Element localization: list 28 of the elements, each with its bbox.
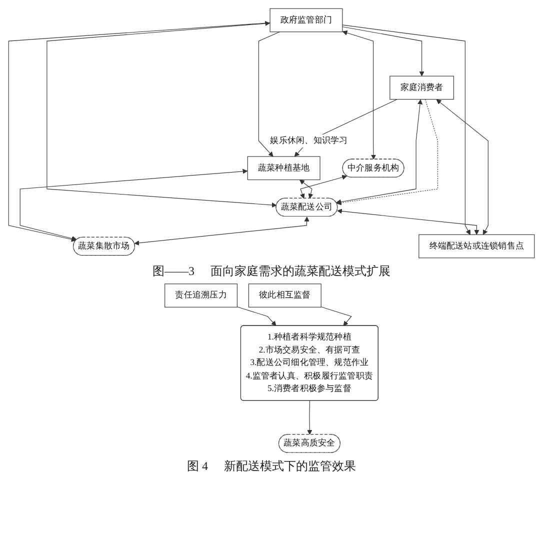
arrow bbox=[300, 174, 347, 199]
node-box: 蔬菜种植基地 bbox=[247, 156, 320, 180]
edge-label: 娱乐休闲、知识学习 bbox=[270, 136, 348, 146]
arrow bbox=[342, 30, 376, 160]
arrow bbox=[258, 32, 280, 157]
node-box: 政府监管部门 bbox=[270, 8, 343, 32]
arrow bbox=[20, 168, 248, 242]
node-box: 责任追溯压力 bbox=[164, 284, 238, 308]
arrow bbox=[342, 26, 424, 76]
arrow bbox=[436, 99, 488, 235]
arrow bbox=[46, 21, 277, 208]
figure-caption: 新配送模式下的监管效果 bbox=[224, 458, 356, 474]
arrow bbox=[307, 400, 312, 435]
node-box: 终端配送站或连锁销售点 bbox=[418, 234, 535, 258]
arrow bbox=[342, 24, 470, 235]
arrow bbox=[337, 208, 480, 235]
arrow bbox=[300, 180, 314, 199]
arrow bbox=[236, 306, 276, 326]
arrow bbox=[134, 216, 310, 246]
arrow bbox=[8, 22, 270, 242]
node-box: 家庭消费者 bbox=[390, 76, 454, 100]
arrow bbox=[336, 99, 438, 206]
node-box: 彼此相互监督 bbox=[248, 284, 322, 308]
figure-number: 图 4 bbox=[187, 458, 208, 474]
figure-number: 图——3 bbox=[152, 262, 194, 279]
arrow bbox=[336, 99, 423, 204]
figure-caption: 面向家庭需求的蔬菜配送模式扩展 bbox=[210, 262, 390, 279]
arrow bbox=[320, 306, 352, 326]
